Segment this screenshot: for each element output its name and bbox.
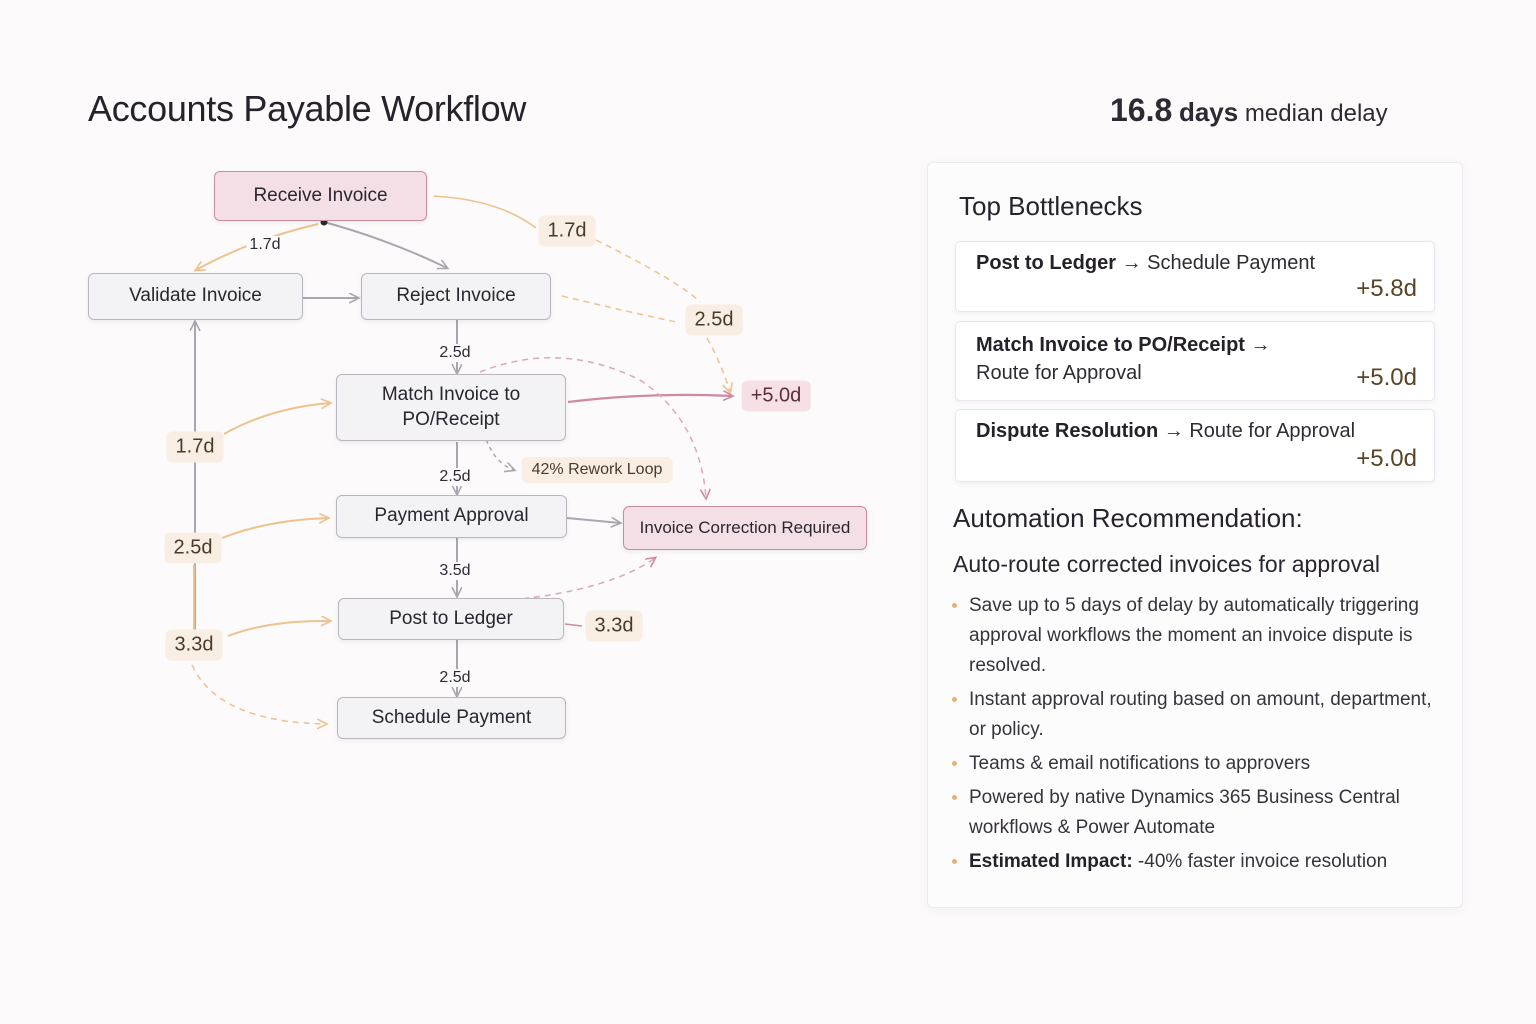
list-item-text: Instant approval routing based on amount…: [969, 689, 1432, 740]
edge-label-post-schedule: 2.5d: [436, 669, 474, 687]
edge-left2-approval: [221, 518, 328, 539]
list-item: Powered by native Dynamics 365 Business …: [950, 783, 1450, 843]
edge-label-approval-post: 3.5d: [436, 562, 474, 580]
panel-heading: Top Bottlenecks: [959, 191, 1143, 221]
bottleneck-to: Route for Approval: [976, 362, 1142, 384]
bottleneck-to: Schedule Payment: [1147, 252, 1316, 274]
edge-receive-reject: [323, 221, 447, 268]
bullet-icon: [952, 697, 957, 702]
edge-label-match-approval: 2.5d: [436, 468, 474, 486]
list-item-text: Save up to 5 days of delay by automatica…: [969, 595, 1419, 676]
list-item: Estimated Impact: -40% faster invoice re…: [950, 847, 1450, 877]
pill-receive-side: 1.7d: [538, 215, 596, 247]
edge-approval-correction: [566, 517, 620, 523]
recommendation-list: Save up to 5 days of delay by automatica…: [950, 591, 1450, 881]
edge-match-plus: [567, 395, 732, 404]
list-item-strong: Estimated Impact:: [969, 851, 1133, 872]
bottleneck-from: Match Invoice to PO/Receipt: [976, 334, 1245, 356]
node-reject-invoice[interactable]: Reject Invoice: [361, 273, 551, 320]
node-schedule-payment[interactable]: Schedule Payment: [337, 697, 566, 739]
node-receive-invoice[interactable]: Receive Invoice: [214, 171, 427, 221]
pill-rework-loop: 42% Rework Loop: [521, 457, 673, 483]
node-invoice-correction[interactable]: Invoice Correction Required: [623, 506, 867, 550]
list-item: Instant approval routing based on amount…: [950, 685, 1450, 745]
bottleneck-from: Dispute Resolution: [976, 420, 1159, 442]
pill-left-1: 1.7d: [166, 431, 224, 463]
node-post-to-ledger[interactable]: Post to Ledger: [338, 598, 564, 640]
pill-left-3: 3.3d: [165, 629, 223, 661]
bottleneck-delta: +5.0d: [1356, 364, 1417, 391]
edge-left3-post: [227, 621, 330, 637]
pill-post-side: 3.3d: [585, 610, 643, 642]
bottlenecks-panel: Top Bottlenecks Post to Ledger → Schedul…: [927, 162, 1463, 908]
node-payment-approval[interactable]: Payment Approval: [336, 495, 567, 538]
list-item: Save up to 5 days of delay by automatica…: [950, 591, 1450, 681]
pill-reject-side: 2.5d: [685, 304, 743, 336]
edge-receive-delta: [433, 195, 537, 229]
bullet-icon: [952, 603, 957, 608]
bullet-icon: [952, 859, 957, 864]
edge-left3-schedule: [191, 664, 326, 724]
recommendation-heading: Automation Recommendation:: [953, 503, 1303, 533]
arrow-icon: →: [1121, 252, 1142, 274]
bottleneck-to: Route for Approval: [1189, 420, 1356, 442]
bottleneck-card[interactable]: Match Invoice to PO/Receipt → Route for …: [955, 321, 1435, 401]
pill-match-delta: +5.0d: [741, 380, 811, 412]
edge-left1-match: [223, 403, 330, 435]
edge-label-reject-match: 2.5d: [436, 344, 474, 362]
median-delay-value: 16.8: [1110, 92, 1173, 128]
edge-reject-delta: [561, 295, 677, 323]
node-match-invoice[interactable]: Match Invoice to PO/Receipt: [336, 374, 566, 441]
bottleneck-card[interactable]: Dispute Resolution → Route for Approval …: [955, 409, 1435, 482]
median-delay-unit: days: [1178, 97, 1239, 127]
pill-left-2: 2.5d: [164, 532, 222, 564]
edge-post-correction-dashed: [511, 558, 655, 601]
edge-post-side: [564, 623, 583, 627]
arrow-icon: →: [1250, 334, 1271, 356]
bottleneck-delta: +5.0d: [1356, 445, 1417, 472]
arrow-icon: →: [1163, 420, 1184, 442]
list-item: Teams & email notifications to approvers: [950, 749, 1450, 779]
page-title: Accounts Payable Workflow: [88, 88, 527, 129]
list-item-text: Powered by native Dynamics 365 Business …: [969, 787, 1400, 838]
median-delay-label: median delay: [1244, 100, 1388, 127]
node-validate-invoice[interactable]: Validate Invoice: [88, 273, 303, 320]
recommendation-title: Auto-route corrected invoices for approv…: [953, 551, 1380, 577]
list-item-text: -40% faster invoice resolution: [1132, 851, 1388, 872]
edge-rework-loop: [483, 431, 514, 470]
bullet-icon: [952, 761, 957, 766]
bottleneck-from: Post to Ledger: [976, 252, 1117, 274]
bottleneck-delta: +5.8d: [1356, 275, 1417, 302]
edge-receive-delta-dashed: [595, 239, 701, 303]
edge-match-correction-dashed: [479, 357, 706, 498]
edge-label-receive-validate: 1.7d: [246, 236, 284, 254]
list-item-text: Teams & email notifications to approvers: [969, 753, 1311, 774]
bottleneck-card[interactable]: Post to Ledger → Schedule Payment +5.8d: [955, 241, 1435, 312]
edge-delta-to-plus: [706, 337, 730, 392]
median-delay-metric: 16.8 days median delay: [1110, 92, 1388, 129]
bullet-icon: [952, 795, 957, 800]
